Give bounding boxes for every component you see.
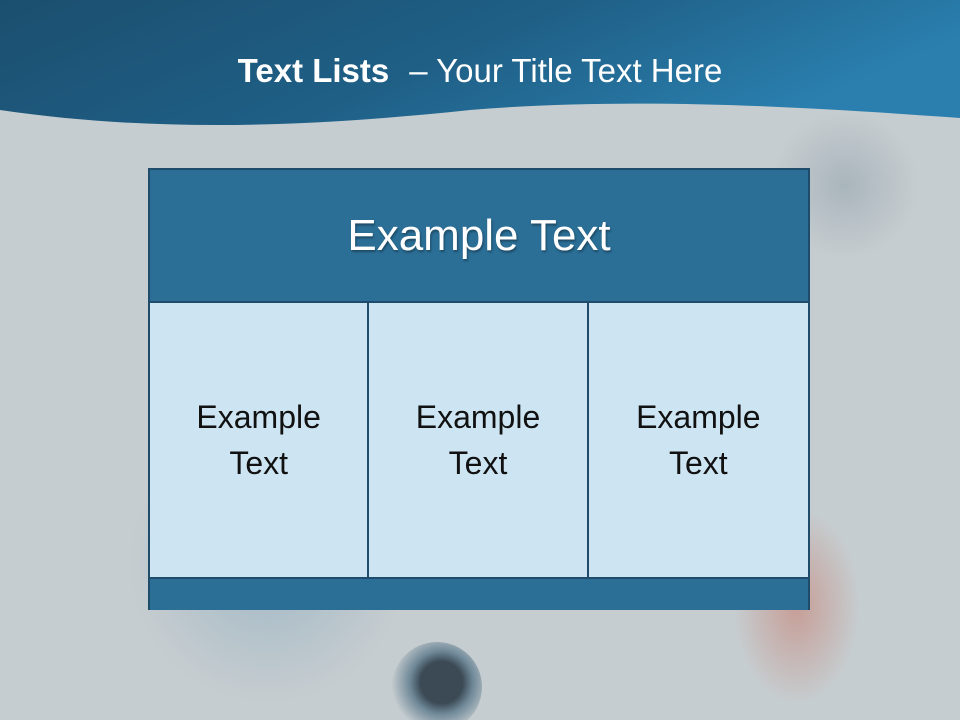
table-cells-row: Example Text Example Text Example Text xyxy=(150,303,808,577)
table-header-text: Example Text xyxy=(347,210,611,260)
header-band xyxy=(0,0,960,140)
table-cell: Example Text xyxy=(369,303,589,577)
table-cell-text: Example Text xyxy=(636,399,761,481)
text-list-table: Example Text Example Text Example Text E… xyxy=(148,168,810,610)
title-rest: – Your Title Text Here xyxy=(409,52,723,89)
table-cell-text: Example Text xyxy=(415,399,541,481)
table-header-row: Example Text xyxy=(150,170,808,303)
table-cell: Example Text xyxy=(588,303,808,577)
slide-title: Text Lists – Your Title Text Here xyxy=(0,52,960,90)
title-bold: Text Lists xyxy=(237,52,390,89)
table-cell: Example Text xyxy=(150,303,370,577)
background-disc xyxy=(392,642,482,720)
table-footer-row xyxy=(150,577,808,610)
table-cell-text: Example Text xyxy=(196,399,321,481)
